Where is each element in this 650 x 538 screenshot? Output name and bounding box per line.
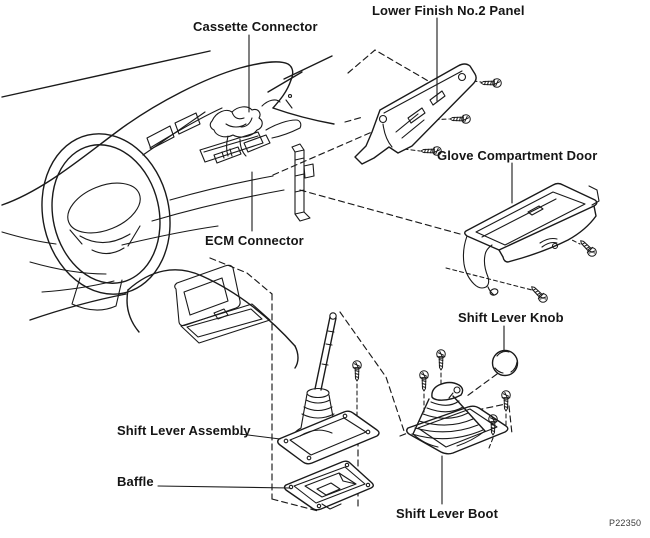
label-baffle: Baffle [117,474,154,489]
cassette-connector-drawing [199,93,302,164]
screw-icon [480,78,502,88]
shift-lever-assembly-drawing [277,312,380,465]
label-shift-lever-assembly: Shift Lever Assembly [117,423,251,438]
screw-icon [577,237,599,259]
shift-lever-boot-drawing [406,381,509,455]
baffle-drawing [283,460,374,511]
glove-compartment-door-drawing [462,182,600,296]
steering-wheel-drawing [41,133,171,311]
figure-code: P22350 [609,518,642,528]
ecm-connector-drawing [291,143,315,222]
shift-lever-knob-drawing [491,349,519,377]
label-shift-lever-boot: Shift Lever Boot [396,506,498,521]
screw-icon [436,349,446,371]
dashboard-drawing [1,50,335,293]
label-leader-lines [157,17,513,505]
screw-icon [449,114,471,124]
screw-icon [528,283,550,305]
screw-icon [419,370,429,392]
label-ecm-connector: ECM Connector [205,233,304,248]
label-shift-lever-knob: Shift Lever Knob [458,310,564,325]
label-lower-finish-no2-panel: Lower Finish No.2 Panel [372,3,525,18]
screw-icon [352,360,362,382]
label-cassette-connector: Cassette Connector [193,19,318,34]
lower-finish-panel-drawing [354,63,477,165]
label-glove-compartment-door: Glove Compartment Door [437,148,598,163]
console-drawing [29,264,299,369]
